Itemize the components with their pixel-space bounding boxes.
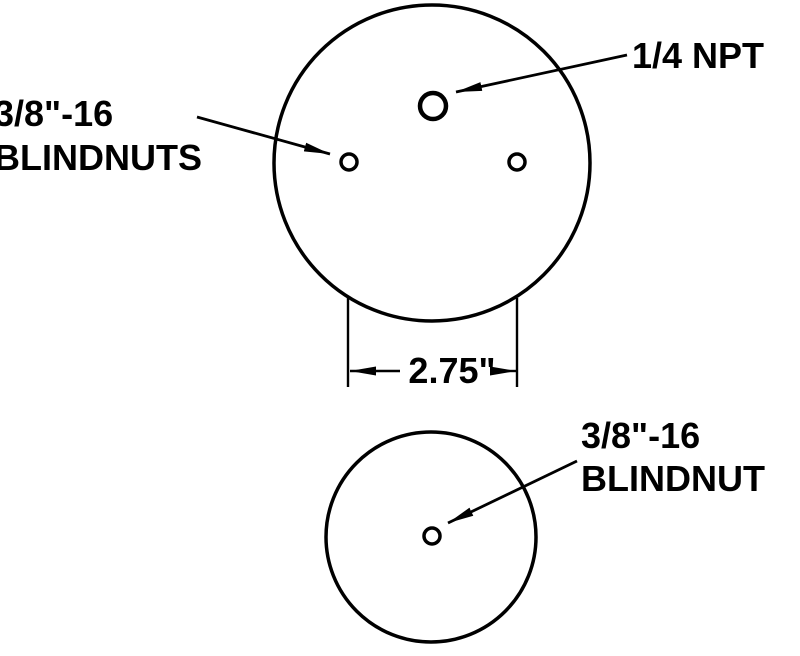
dimension-label: 2.75" — [408, 350, 495, 391]
blindnut-label-line2: BLINDNUT — [581, 458, 765, 499]
npt-leader-line — [455, 53, 628, 94]
blindnuts-label-line1: 3/8"-16 — [0, 93, 113, 134]
blindnut-leader-line — [447, 459, 578, 525]
npt-label: 1/4 NPT — [632, 35, 764, 76]
left-blindnut-hole — [339, 152, 359, 172]
blindnuts-label-line2: BLINDNUTS — [0, 137, 202, 178]
blindnuts-leader-line — [196, 115, 331, 156]
top-flange-outline — [272, 3, 592, 323]
bottom-flange-outline — [324, 430, 538, 644]
bottom-view: 3/8"-16 BLINDNUT — [324, 415, 765, 644]
top-view: 1/4 NPT 3/8"-16 BLINDNUTS 2.75" — [0, 3, 764, 391]
blindnut-label-line1: 3/8"-16 — [581, 415, 700, 456]
bottom-blindnut-hole — [422, 526, 442, 546]
npt-port-hole — [417, 90, 449, 122]
right-blindnut-hole — [507, 152, 527, 172]
